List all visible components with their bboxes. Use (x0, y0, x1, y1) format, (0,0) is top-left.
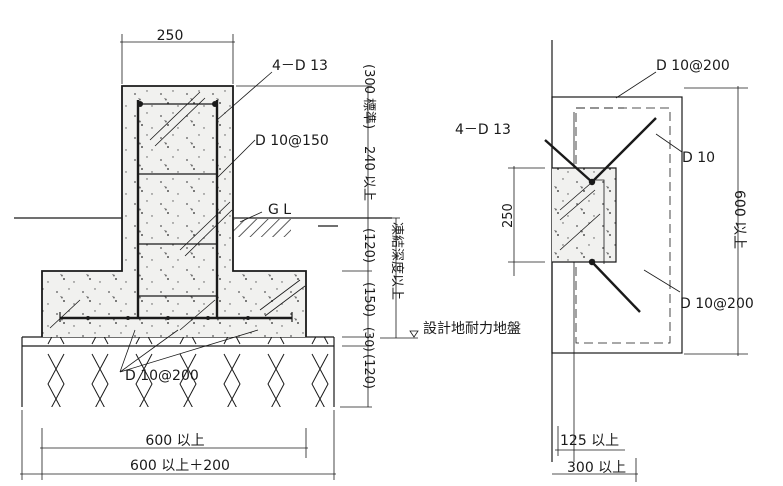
footing (41, 85, 307, 337)
plan-stem-width-label: 250 (501, 203, 516, 228)
stem-width-label: 250 (157, 28, 184, 44)
section-view: 250 (300 標準) 240 以上 (120) 凍結深度以上 (150) (… (14, 28, 521, 480)
ground (14, 217, 392, 237)
section-rebar (59, 100, 293, 322)
d120-lower-label: (120) (361, 354, 376, 389)
footing-width-dimensions: 600 以上 600 以上＋200 (20, 410, 336, 480)
soil-hatch (233, 219, 291, 237)
footing-width-total-label: 600 以上＋200 (130, 458, 230, 474)
plan-lower-bar-label: D 10@200 (680, 296, 754, 312)
frost-depth-label: 凍結深度以上 (389, 222, 405, 300)
plan-depth-label: 600 以上 (731, 190, 747, 249)
section-leaders: 4－D 13 D 10@150 G L D 10@200 設計地耐力地盤 (119, 58, 521, 384)
stem-width-dimension: 250 (120, 28, 235, 84)
bearing-label: 設計地耐力地盤 (423, 321, 521, 337)
stem-height-label: 240 以上 (361, 146, 376, 201)
plan-top-bar-label: D 10@200 (656, 58, 730, 74)
d120-upper-label: (120) (361, 228, 376, 263)
hoop-label: D 10@150 (255, 133, 329, 149)
plan-view: 250 600 以上 D 10@200 4－D 13 D 10 D 10@200… (455, 40, 754, 482)
d150-label: (150) (361, 282, 376, 317)
vertical-dimensions: (300 標準) 240 以上 (120) 凍結深度以上 (150) (30) … (236, 64, 405, 408)
bearing-triangle-icon (409, 330, 419, 338)
plan-width-label: 300 以上 (567, 460, 626, 476)
d30-label: (30) (362, 327, 376, 352)
plan-main-bar-label: 4－D 13 (455, 122, 511, 138)
standard-note: (300 標準) (361, 64, 377, 129)
footing-width-min-label: 600 以上 (145, 433, 204, 449)
gravel-base (21, 336, 335, 407)
plan-offset-label: 125 以上 (560, 433, 619, 449)
bottom-bar-label: D 10@200 (125, 368, 199, 384)
ground-line-label: G L (268, 202, 291, 218)
plan-hoop-label: D 10 (682, 150, 715, 166)
main-bar-label: 4－D 13 (272, 58, 328, 74)
